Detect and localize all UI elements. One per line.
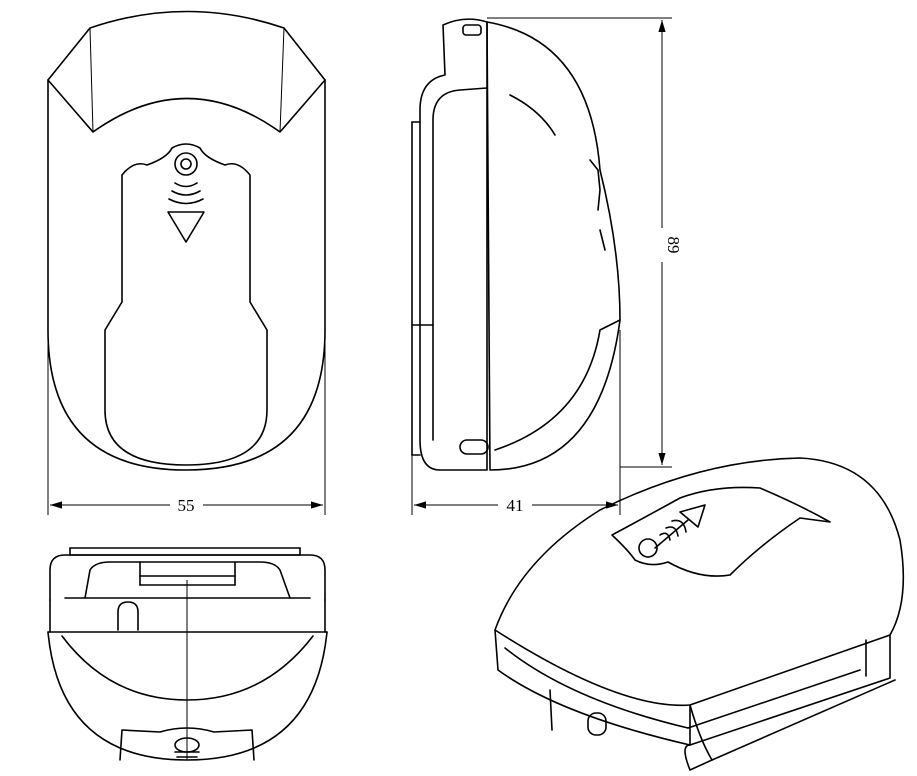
signal-icon [168, 182, 204, 205]
height-dimension-label: 89 [664, 237, 683, 254]
front-battery-cover [104, 143, 268, 466]
iso-arrow-icon [679, 504, 706, 528]
front-view: 55 [47, 10, 326, 515]
led-icon [174, 152, 198, 176]
isometric-view [494, 457, 905, 771]
width-dimension-label: 55 [178, 496, 195, 515]
side-body-outline [486, 21, 621, 471]
arrow-down-icon [167, 211, 205, 243]
side-back-plate [419, 18, 488, 471]
side-view: 89 41 [411, 17, 683, 515]
side-inner-curve [494, 319, 621, 451]
front-outline [47, 10, 326, 471]
iso-led-icon [638, 538, 658, 558]
iso-battery-cover [611, 486, 831, 577]
iso-top-surface [494, 457, 905, 707]
iso-slot [587, 712, 607, 736]
side-slot [459, 439, 489, 455]
iso-signal-icon [659, 519, 687, 541]
bottom-view [47, 547, 328, 761]
iso-skirt [494, 629, 691, 746]
depth-dimension-label: 41 [507, 496, 524, 515]
front-bevel [47, 79, 326, 133]
bottom-slot [117, 601, 139, 631]
